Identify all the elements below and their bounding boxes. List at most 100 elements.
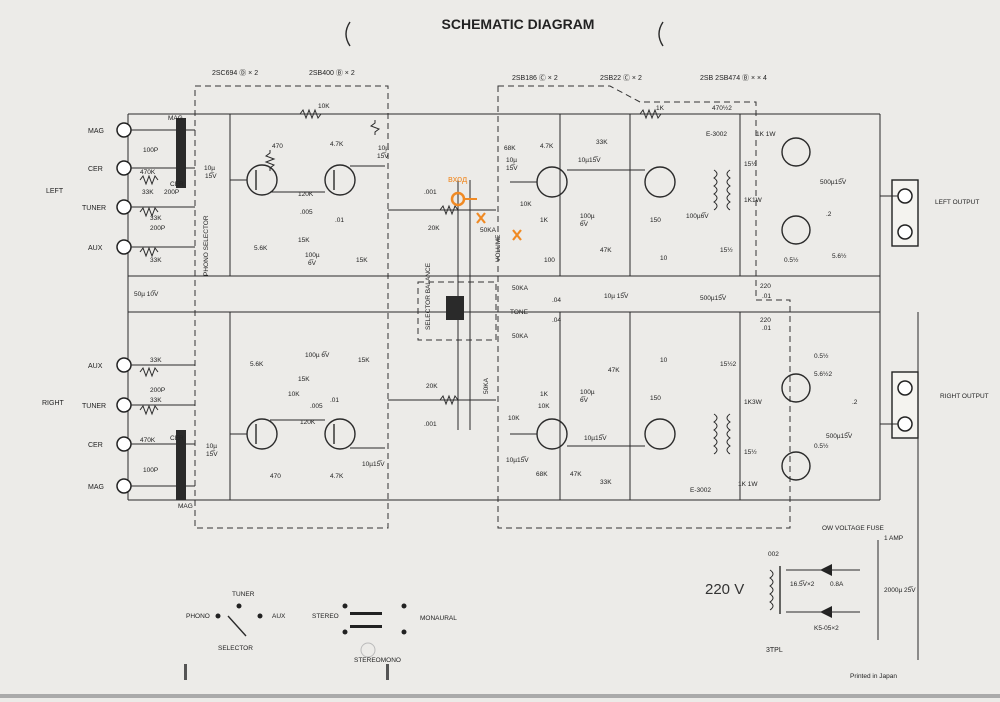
label-right: RIGHT bbox=[42, 400, 65, 407]
phono-switch-bottom[interactable] bbox=[176, 430, 186, 500]
punch-hole-left bbox=[345, 21, 351, 47]
label-cer-right: CER bbox=[88, 442, 103, 449]
label-15k: 15K bbox=[298, 237, 310, 244]
label-tone: TONE bbox=[510, 309, 529, 316]
label-mid-01-b: .01 bbox=[762, 325, 771, 332]
power-transformer bbox=[769, 569, 774, 611]
label-b-10k-c: 10K bbox=[508, 415, 520, 422]
cut-mark-1 bbox=[476, 212, 486, 224]
label-150: 150 bbox=[650, 217, 661, 224]
label-b-10k-b: 10K bbox=[538, 403, 550, 410]
label-b-5-6-half: 5.6½2 bbox=[814, 370, 832, 378]
label-6v-b: 6̅V bbox=[580, 220, 589, 228]
label-470: 470 bbox=[272, 143, 283, 150]
label-left: LEFT bbox=[46, 188, 64, 195]
stereo-mono-switch[interactable] bbox=[350, 612, 382, 615]
label-panel-tuner: TUNER bbox=[232, 591, 255, 598]
selector-lever[interactable] bbox=[227, 615, 247, 637]
panel-hole bbox=[360, 642, 376, 658]
label-b-005: .005 bbox=[310, 403, 323, 410]
label-b-02: .2 bbox=[852, 399, 858, 406]
phono-switch-top[interactable] bbox=[176, 118, 186, 188]
label-1k1w-b: 1K1W bbox=[744, 197, 763, 204]
driver-bottom: 47K 1K 10K 100µ 6̅V 10K 10µ15̅V 10µ15̅V … bbox=[506, 367, 676, 486]
jack-mag-left[interactable] bbox=[116, 122, 132, 138]
label-6v: 6̅V bbox=[308, 259, 317, 267]
cut-mark-2 bbox=[512, 229, 522, 241]
label-01: .01 bbox=[335, 217, 344, 224]
label-1k-b: 1K bbox=[656, 105, 665, 112]
label-mag-left: MAG bbox=[88, 128, 104, 135]
label-b-15k-b: 15K bbox=[298, 376, 310, 383]
preamp-module-outline bbox=[194, 85, 389, 529]
label-b-1k: 1K bbox=[540, 391, 549, 398]
label-panel-stereo: STEREO bbox=[312, 613, 339, 620]
label-2000u: 2000µ 25̅V bbox=[884, 586, 916, 594]
balance-switch[interactable] bbox=[446, 296, 464, 320]
label-50ka: 50KA bbox=[480, 227, 497, 234]
label-b-120k: 120K bbox=[300, 419, 316, 426]
transistor-q10 bbox=[781, 215, 811, 245]
label-20k: 20K bbox=[428, 225, 440, 232]
transistor-q12 bbox=[781, 451, 811, 481]
label-5-6-half: 5.6½ bbox=[832, 252, 847, 260]
label-b-470: 470 bbox=[270, 473, 281, 480]
transistor-q4 bbox=[324, 418, 356, 450]
right-inputs: AUX TUNER CER MAG RIGHT bbox=[42, 357, 195, 494]
label-33k-c: 33K bbox=[150, 257, 162, 264]
output-top: 1K 470½2 E-3002 1K 1W 15½ 1K1W 150 10 10… bbox=[650, 104, 847, 264]
label-mid-10u15v: 10µ 15̅V bbox=[604, 292, 629, 300]
label-b-47k-c: 47K bbox=[570, 471, 582, 478]
label-33k-b: 33K bbox=[150, 215, 162, 222]
punch-hole-right bbox=[658, 21, 664, 47]
jack-tuner-right[interactable] bbox=[116, 397, 132, 413]
label-b-1k1w: 1K 1W bbox=[738, 481, 758, 488]
label-4-7k: 4.7K bbox=[330, 141, 344, 148]
label-0-8a: 0.8A bbox=[830, 581, 844, 588]
label-50u10v: 50µ 10̅V bbox=[134, 290, 159, 298]
label-220: 220 bbox=[760, 283, 771, 290]
label-b-15v: 15̅V bbox=[206, 450, 218, 458]
label-100u6v: 100µ6̅V bbox=[686, 212, 709, 220]
label-mag-top: MAG bbox=[168, 115, 183, 122]
label-b-10: 10 bbox=[660, 357, 668, 364]
label-10u-b: 10µ bbox=[378, 145, 389, 152]
label-fuse: OW VOLTAGE FUSE bbox=[822, 525, 885, 532]
label-b-200p: 200P bbox=[150, 387, 165, 394]
label-phono-selector: PHONO SELECTOR bbox=[203, 215, 210, 276]
label-220v: 220 V bbox=[705, 581, 744, 598]
label-b-e3002: E-3002 bbox=[690, 487, 711, 494]
transistor-q11 bbox=[781, 373, 811, 403]
jack-cer-right[interactable] bbox=[116, 436, 132, 452]
jack-aux-left[interactable] bbox=[116, 239, 132, 255]
label-15v: 15̅V bbox=[205, 172, 217, 180]
bias-section: 50µ 10̅V 10µ 15̅V 500µ15̅V 220 .01 220 .… bbox=[134, 283, 771, 332]
input-network-left: 100P 470K 33K 200P 33K 200P 33K bbox=[139, 147, 179, 264]
jack-mag-right[interactable] bbox=[116, 478, 132, 494]
label-b-001: .001 bbox=[424, 421, 437, 428]
jack-cer-left[interactable] bbox=[116, 160, 132, 176]
label-b-470k: 470K bbox=[140, 437, 156, 444]
label-b-20k: 20K bbox=[426, 383, 438, 390]
label-200p-a: 200P bbox=[164, 189, 179, 196]
label-b-6v: 6̅V bbox=[580, 396, 589, 404]
jack-aux-right[interactable] bbox=[116, 357, 132, 373]
label-33k-a: 33K bbox=[142, 189, 154, 196]
label-cer-bottom: CER bbox=[170, 435, 184, 442]
label-b-10u15v: 10µ15̅V bbox=[362, 460, 385, 468]
output-terminals: LEFT OUTPUT RIGHT OUTPUT bbox=[880, 179, 989, 439]
label-50ka-b: 50KA bbox=[512, 285, 529, 292]
label-b-68k: 68K bbox=[536, 471, 548, 478]
label-10k-b: 10K bbox=[520, 201, 532, 208]
label-b-100u: 100µ bbox=[580, 389, 595, 396]
label-100: 100 bbox=[544, 257, 555, 264]
label-b-0-5-half: 0.5½ bbox=[814, 352, 829, 360]
label-b-47k: 47K bbox=[608, 367, 620, 374]
label-002: 002 bbox=[768, 551, 779, 558]
label-b-10k: 10K bbox=[288, 391, 300, 398]
note-2sb186: 2SB186 Ⓒ × 2 bbox=[512, 74, 558, 82]
jack-tuner-left[interactable] bbox=[116, 199, 132, 215]
label-left-output: LEFT OUTPUT bbox=[935, 199, 979, 206]
label-mid-500u15v: 500µ15̅V bbox=[700, 294, 727, 302]
